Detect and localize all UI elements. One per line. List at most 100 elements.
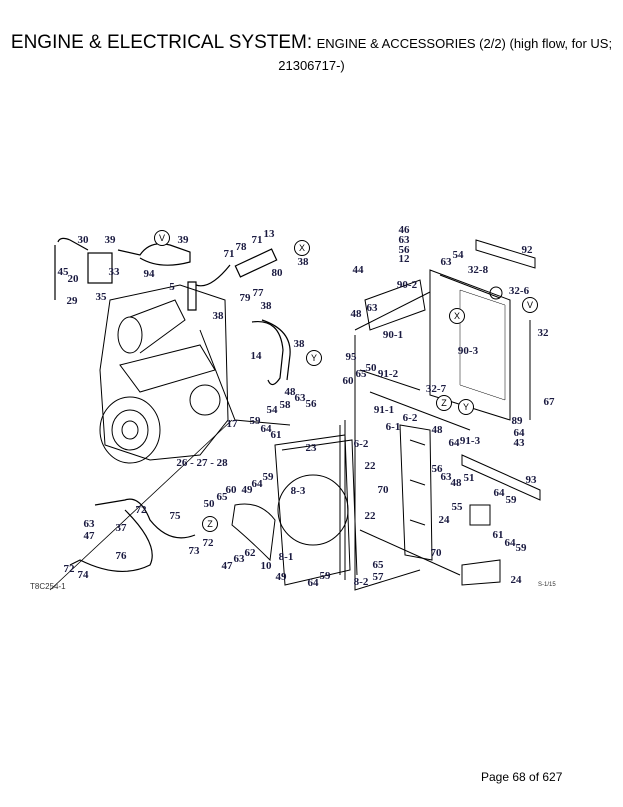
callout-label: 48 [431,424,443,436]
callout-label: 64 [260,423,272,435]
callout-label: 73 [188,545,200,557]
callout-label: 43 [513,437,525,449]
callout-label: 72 [135,504,147,516]
callout-label: 6-2 [353,438,369,450]
callout-label: 61 [492,529,504,541]
callout-label: 95 [345,351,357,363]
connector-marker: X [294,240,310,256]
callout-label: 6-2 [402,412,418,424]
callout-label: 48 [450,477,462,489]
engine-drawing [49,284,291,591]
callout-label: 71 [223,248,235,260]
callout-label: 38 [293,338,305,350]
callout-label: 51 [463,472,475,484]
callout-label: 32-7 [425,383,447,395]
callout-label: 71 [251,234,263,246]
callout-label: 90-3 [457,345,479,357]
callout-label: 46 [398,224,410,236]
callout-label: 38 [260,300,272,312]
callout-label: 62 [244,547,256,559]
callout-label: 6-1 [385,421,401,433]
callout-label: 67 [543,396,555,408]
callout-label: 54 [452,249,464,261]
callout-label: 47 [83,530,95,542]
title-sub-2: 21306717-) [278,58,345,73]
callout-label: 63 [366,302,378,314]
callout-label: 5 [169,281,175,293]
callout-label: 49 [241,484,253,496]
sheet-code: S-1/15 [538,582,556,588]
callout-label: 60 [225,484,237,496]
callout-label: 89 [511,415,523,427]
callout-label: 8-1 [278,551,294,563]
callout-label: 64 [251,478,263,490]
callout-label: 45 [57,266,69,278]
callout-label: 75 [169,510,181,522]
callout-label: 80 [271,267,283,279]
callout-label: 91-1 [373,404,395,416]
callout-label: 76 [115,550,127,562]
callout-label: 50 [365,362,377,374]
callout-label: 65 [372,559,384,571]
title-main: ENGINE & ELECTRICAL SYSTEM: [10,32,313,53]
callout-label: 38 [297,256,309,268]
callout-label: 37 [115,522,127,534]
callout-label: 90-1 [382,329,404,341]
callout-label: 38 [212,310,224,322]
callout-label: 72 [63,563,75,575]
callout-label: 24 [438,514,450,526]
callout-label: 48 [350,308,362,320]
connector-marker: Y [458,399,474,415]
callout-label: 91-2 [377,368,399,380]
callout-label: 59 [515,542,527,554]
callout-label: 23 [305,442,317,454]
callout-label: 60 [342,375,354,387]
callout-label: 65 [216,491,228,503]
callout-label: 91-3 [459,435,481,447]
callout-label: 10 [260,560,272,572]
callout-label: 13 [263,228,275,240]
callout-label: 90-2 [396,279,418,291]
callout-label: 74 [77,569,89,581]
callout-label: 56 [305,398,317,410]
callout-label: 63 [83,518,95,530]
callout-label: 32 [537,327,549,339]
callout-label: 59 [262,471,274,483]
callout-label: 59 [249,415,261,427]
hoses-drawing [54,237,291,573]
page-title: ENGINE & ELECTRICAL SYSTEM: ENGINE & ACC… [0,32,623,77]
callout-label: 17 [226,418,238,430]
callout-label: 56 [431,463,443,475]
callout-label: 70 [377,484,389,496]
callout-label: 61 [270,429,282,441]
callout-label: 48 [284,386,296,398]
callout-label: 56 [398,244,410,256]
callout-label: 54 [266,404,278,416]
callout-label: 29 [66,295,78,307]
callout-label: 63 [440,471,452,483]
connector-marker: X [449,308,465,324]
callout-label: 63 [294,392,306,404]
callout-label: 63 [233,553,245,565]
callout-label: 59 [319,570,331,582]
connector-marker: Z [436,395,452,411]
callout-label: 57 [372,571,384,583]
callout-label: 35 [95,291,107,303]
callout-label: 63 [398,234,410,246]
callout-label: 72 [202,537,214,549]
callout-label: 55 [451,501,463,513]
callout-label: 50 [203,498,215,510]
radiator-drawing [354,239,536,591]
callout-label: 39 [177,234,189,246]
callout-label: 30 [77,234,89,246]
callout-label: 58 [279,399,291,411]
figure-code: T8C254-1 [30,582,66,591]
callout-label: 39 [104,234,116,246]
shroud-drawing [231,420,541,586]
callout-label: 63 [440,256,452,268]
callout-label: 92 [521,244,533,256]
connector-marker: Y [306,350,322,366]
callout-label: 49 [275,571,287,583]
callout-label: 79 [239,292,251,304]
callout-label: 20 [67,273,79,285]
